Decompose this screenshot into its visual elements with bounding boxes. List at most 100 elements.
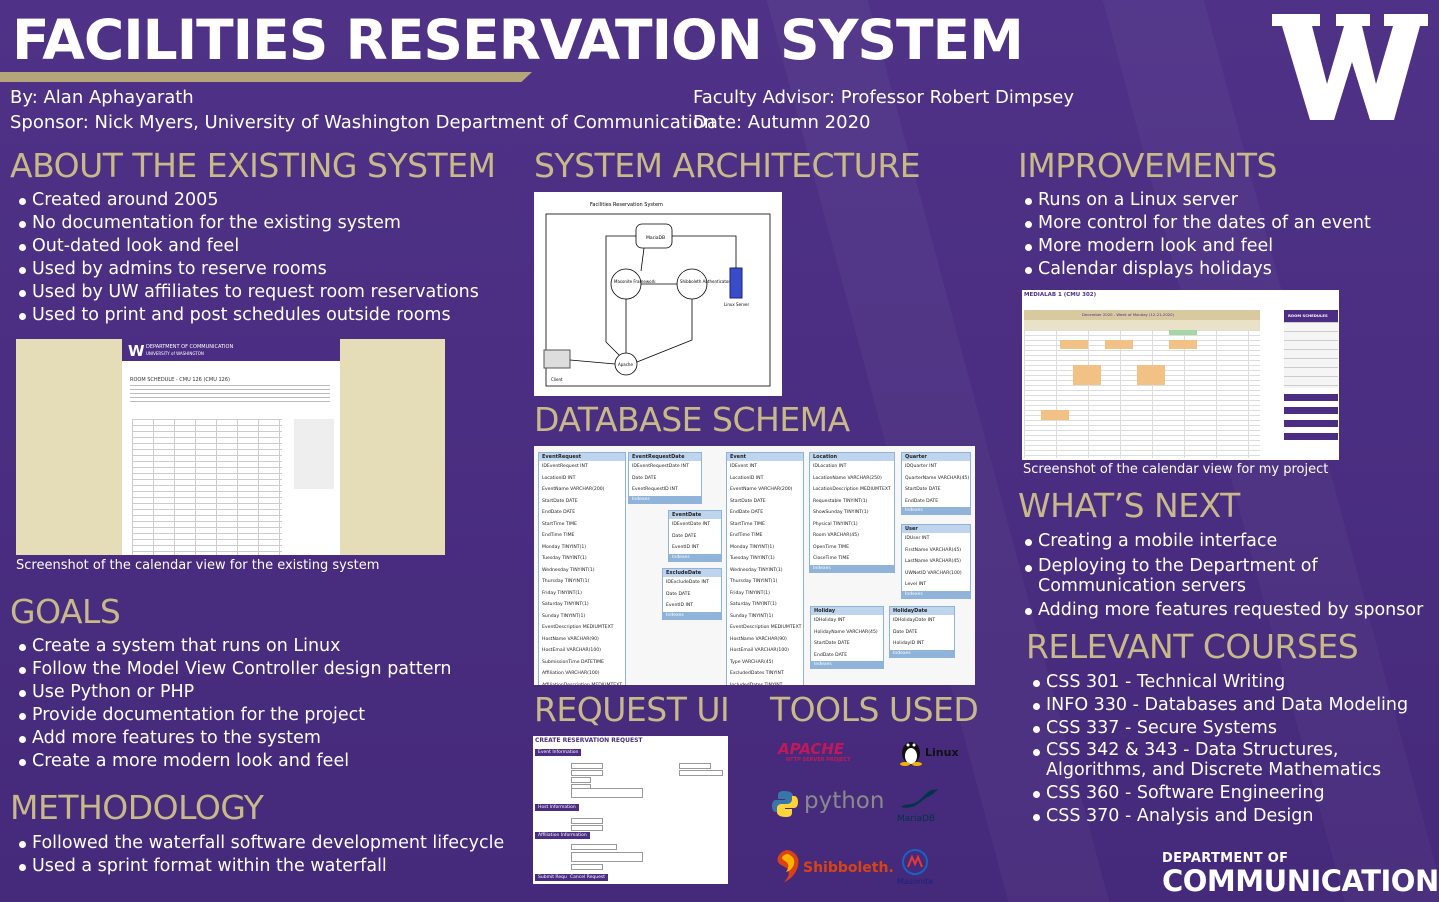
section-event: Event Information xyxy=(535,749,582,756)
table-field: IDQuarter INT xyxy=(905,464,937,469)
table-field: Physical TINYINT(1) xyxy=(813,521,858,527)
table-field: FirstName VARCHAR(45) xyxy=(905,547,962,553)
tools-heading: TOOLS USED xyxy=(770,690,979,729)
shibboleth-icon xyxy=(777,850,799,882)
table-field: Thursday TINYINT(1) xyxy=(542,579,590,584)
list-item: Deploying to the Department of Communica… xyxy=(1020,556,1338,596)
list-item: CSS 370 - Analysis and Design xyxy=(1028,805,1428,828)
table-field: EventDescription MEDIUMTEXT xyxy=(542,625,614,630)
apache-logo-sub: HTTP SERVER PROJECT xyxy=(786,757,851,763)
table-field: IDEventRequest INT xyxy=(542,464,588,469)
list-item: Use Python or PHP xyxy=(14,681,452,704)
table-name: User xyxy=(902,525,970,533)
table-field: Monday TINYINT(1) xyxy=(542,544,587,550)
server-icon xyxy=(729,267,743,299)
screenshot-page: W DEPARTMENT OF COMMUNICATION UNIVERSITY… xyxy=(122,339,340,555)
list-item: Followed the waterfall software developm… xyxy=(14,832,504,855)
table-indexes: Indexes xyxy=(629,495,701,503)
list-item: Calendar displays holidays xyxy=(1020,258,1371,281)
table-field: UWNetID VARCHAR(100) xyxy=(905,570,962,576)
table-field: Wednesday TINYINT(1) xyxy=(542,567,595,573)
submit-request-button[interactable]: Submit Request xyxy=(535,874,577,881)
shibboleth-label: Shibboleth Authenticator xyxy=(680,279,730,284)
table-field: SubmissionTime DATETIME xyxy=(542,659,604,665)
screenshot-title: ROOM SCHEDULE - CMU 126 (CMU 126) xyxy=(130,377,230,383)
cancel-request-button[interactable]: Cancel Request xyxy=(567,874,608,881)
masonite-logo: Masonite xyxy=(897,877,934,886)
about-caption: Screenshot of the calendar view for the … xyxy=(16,558,380,573)
server-label: Linux Server xyxy=(724,302,750,307)
courses-list: CSS 301 - Technical Writing INFO 330 - D… xyxy=(1028,671,1428,828)
date: Date: Autumn 2020 xyxy=(693,112,871,133)
mariadb-logo: MariaDB xyxy=(897,814,936,824)
linux-logo: Linux xyxy=(925,746,959,759)
whats-next-list: Creating a mobile interface Deploying to… xyxy=(1020,530,1423,622)
list-item: Creating a mobile interface xyxy=(1020,530,1360,553)
table-field: IDUser INT xyxy=(905,536,930,541)
screenshot-subheader-text: UNIVERSITY of WASHINGTON xyxy=(146,351,204,356)
screenshot-notes xyxy=(130,385,330,405)
table-field: Tuesday TINYINT(1) xyxy=(730,556,775,561)
table-field: EventName VARCHAR(200) xyxy=(730,487,793,492)
table-field: Date DATE xyxy=(893,629,918,635)
table-field: Sunday TINYINT(1) xyxy=(542,613,586,619)
table-name: Quarter xyxy=(902,453,970,461)
title-underline xyxy=(0,72,532,82)
table-field: StartDate DATE xyxy=(542,498,578,504)
list-item: No documentation for the existing system xyxy=(14,212,479,235)
table-field: IDHolidayDate INT xyxy=(893,618,936,623)
python-logo: python xyxy=(804,788,885,814)
table-field: LocationName VARCHAR(250) xyxy=(813,475,882,481)
table-indexes: Indexes xyxy=(669,553,721,561)
masonite-label: Masonite Framework xyxy=(614,279,656,284)
mariadb-label: MariaDB xyxy=(646,235,665,241)
table-field: EventID INT xyxy=(672,545,700,550)
table-name: EventRequestDate xyxy=(629,453,701,461)
methodology-list: Followed the waterfall software developm… xyxy=(14,832,504,878)
table-field: Type VARCHAR(45) xyxy=(730,659,774,665)
dept-line2: COMMUNICATION xyxy=(1162,864,1439,898)
table-field: EventDescription MEDIUMTEXT xyxy=(730,625,802,630)
side-title: ROOM SCHEDULES xyxy=(1288,313,1328,318)
existing-system-screenshot: W DEPARTMENT OF COMMUNICATION UNIVERSITY… xyxy=(16,339,445,555)
table-field: HolidayName VARCHAR(45) xyxy=(814,629,878,635)
list-item: Create a system that runs on Linux xyxy=(14,635,452,658)
tux-icon xyxy=(900,742,922,766)
table-field: LocationID INT xyxy=(542,475,576,481)
table-field: EndTime TIME xyxy=(542,533,575,538)
table-field: StartDate DATE xyxy=(814,641,850,646)
goals-list: Create a system that runs on Linux Follo… xyxy=(14,635,452,773)
poster-title: FACILITIES RESERVATION SYSTEM xyxy=(12,8,1024,72)
table-field: Date DATE xyxy=(632,475,657,481)
table-field: HostEmail VARCHAR(100) xyxy=(730,648,789,653)
table-field: StartDate DATE xyxy=(730,498,766,504)
table-field: HostName VARCHAR(90) xyxy=(542,636,599,642)
table-field: IDExcludeDate INT xyxy=(666,580,709,585)
screenshot-grid xyxy=(132,419,282,555)
diagram-title: Facilities Reservation System xyxy=(590,202,663,208)
methodology-heading: METHODOLOGY xyxy=(10,788,264,827)
table-field: ShowSunday TINYINT(1) xyxy=(813,510,869,515)
advisor: Faculty Advisor: Professor Robert Dimpse… xyxy=(693,87,1074,108)
table-field: IDHoliday INT xyxy=(814,618,846,623)
list-item: Out-dated look and feel xyxy=(14,235,479,258)
table-field: Tuesday TINYINT(1) xyxy=(542,556,587,561)
w-mark: W xyxy=(128,342,145,360)
table-indexes: Indexes xyxy=(663,611,721,619)
improvements-caption: Screenshot of the calendar view for my p… xyxy=(1023,462,1329,477)
courses-heading: RELEVANT COURSES xyxy=(1026,627,1359,666)
table-name: Location xyxy=(810,453,894,461)
advisor-block: Faculty Advisor: Professor Robert Dimpse… xyxy=(693,85,1074,135)
uw-w-logo xyxy=(1272,14,1428,120)
table-indexes: Indexes xyxy=(902,590,970,598)
request-ui-heading: REQUEST UI xyxy=(534,690,730,729)
new-system-screenshot: MEDIALAB 1 (CMU 302) December 2020 - Wee… xyxy=(1022,290,1339,460)
masonite-icon xyxy=(902,849,928,875)
department-logo: DEPARTMENT OF COMMUNICATION xyxy=(1162,851,1439,896)
table-field: Thursday TINYINT(1) xyxy=(730,579,778,584)
